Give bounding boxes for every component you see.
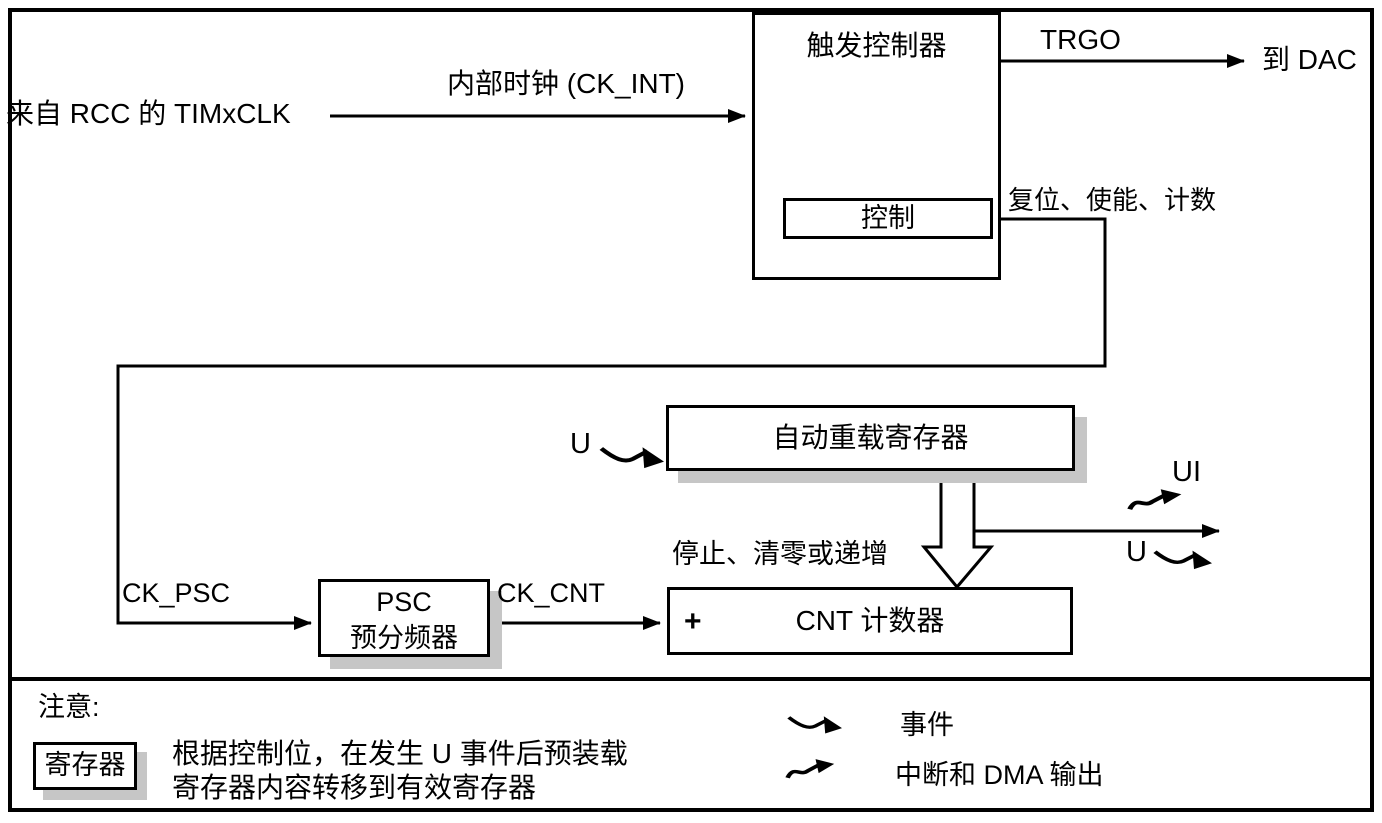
ck-psc-label: CK_PSC bbox=[122, 578, 231, 608]
note-title: 注意: bbox=[38, 692, 100, 722]
cnt-counter-label: CNT 计数器 bbox=[795, 605, 945, 636]
auto-reload-register-label: 自动重载寄存器 bbox=[772, 421, 969, 453]
psc-label-line2: 预分频器 bbox=[350, 623, 458, 653]
u-event-arr-label: U bbox=[570, 428, 591, 460]
u-output-label: U bbox=[1126, 536, 1147, 568]
cnt-plus-sign: + bbox=[684, 605, 702, 638]
event-legend-label: 事件 bbox=[900, 710, 954, 740]
event-arrow-icon bbox=[787, 716, 842, 734]
psc-prescaler-box: PSC 预分频器 bbox=[318, 579, 490, 657]
psc-label-line1: PSC bbox=[376, 587, 432, 617]
trigger-controller-title: 触发控制器 bbox=[806, 30, 947, 61]
note-text-line2: 寄存器内容转移到有效寄存器 bbox=[172, 772, 537, 803]
preload-block-arrow bbox=[920, 471, 995, 590]
register-legend-label: 寄存器 bbox=[44, 750, 126, 781]
note-text-line1: 根据控制位，在发生 U 事件后预装载 bbox=[172, 738, 628, 769]
reset-enable-count-path bbox=[116, 217, 1107, 630]
cnt-counter-box: + CNT 计数器 bbox=[667, 587, 1073, 655]
diagram-border bbox=[8, 8, 1374, 812]
interrupt-dma-legend-label: 中断和 DMA 输出 bbox=[895, 760, 1104, 790]
reset-enable-count-label: 复位、使能、计数 bbox=[1008, 185, 1217, 215]
internal-clock-label: 内部时钟 (CK_INT) bbox=[447, 68, 686, 99]
control-box: 控制 bbox=[783, 198, 993, 239]
register-legend-box: 寄存器 bbox=[33, 742, 137, 790]
from-rcc-label: 来自 RCC 的 TIMxCLK bbox=[6, 98, 291, 129]
stop-clear-increment-label: 停止、清零或递增 bbox=[672, 539, 888, 569]
to-dac-label: 到 DAC bbox=[1262, 44, 1357, 75]
control-label: 控制 bbox=[861, 202, 915, 233]
event-arrow-icon bbox=[599, 447, 664, 469]
event-arrow-icon bbox=[1153, 550, 1212, 570]
trgo-label: TRGO bbox=[1040, 24, 1121, 55]
interrupt-dma-arrow-icon bbox=[1127, 489, 1182, 511]
ck-cnt-label: CK_CNT bbox=[497, 578, 606, 608]
legend-divider bbox=[8, 677, 1374, 681]
auto-reload-register-box: 自动重载寄存器 bbox=[666, 405, 1075, 471]
interrupt-dma-arrow-icon bbox=[785, 759, 835, 779]
ui-output-label: UI bbox=[1172, 456, 1201, 488]
